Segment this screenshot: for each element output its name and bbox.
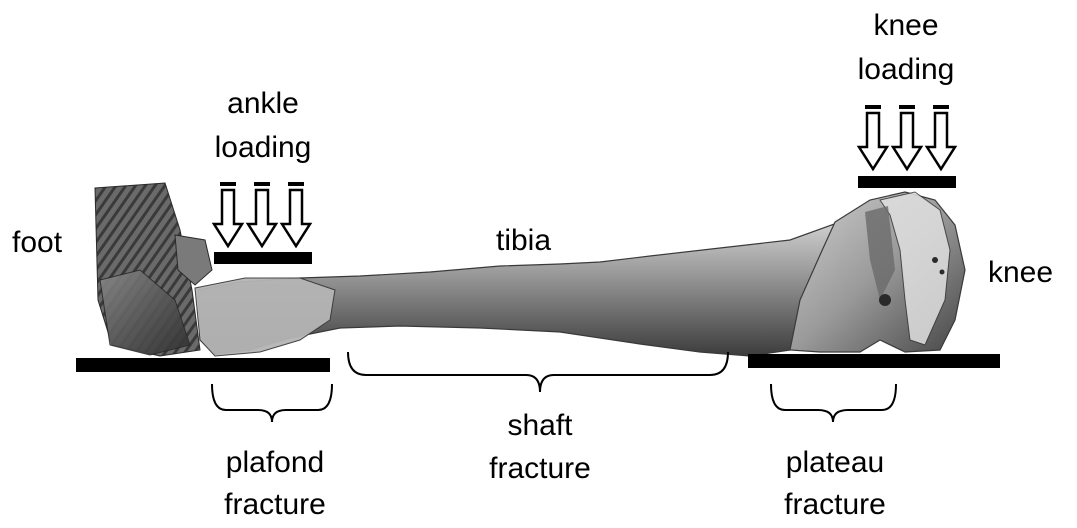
shaft-brace [348, 352, 728, 392]
ankle-loading-arrows [214, 182, 310, 246]
plateau-brace [771, 384, 896, 422]
ankle-loading-label-line2: loading [215, 131, 312, 164]
foot-label: foot [12, 226, 63, 259]
knee-loading-label-line1: knee [873, 9, 938, 42]
shaft-fracture-label-line2: fracture [489, 452, 591, 485]
knee-loading-label-line2: loading [858, 53, 955, 86]
knee-label: knee [988, 256, 1053, 289]
plafond-fracture-label-line1: plafond [226, 446, 324, 479]
down-arrow-icon [214, 182, 242, 246]
down-arrow-icon [927, 105, 955, 169]
knee-loading-plate [858, 176, 956, 188]
down-arrow-icon [859, 105, 887, 169]
tibia-label: tibia [496, 224, 551, 257]
down-arrow-icon [248, 182, 276, 246]
knee-ground-plate [748, 354, 1000, 368]
plafond-brace [212, 384, 332, 422]
ankle-loading-plate [214, 252, 312, 264]
plateau-fracture-label-line2: fracture [784, 488, 886, 521]
plafond-fracture-label-line2: fracture [224, 488, 326, 521]
down-arrow-icon [282, 182, 310, 246]
distal-tibia [195, 278, 335, 356]
ankle-ground-plate [76, 358, 330, 372]
plateau-fracture-label-line1: plateau [786, 446, 884, 479]
ankle-loading-label-line1: ankle [227, 87, 299, 120]
knee-loading-arrows [859, 105, 955, 169]
foot-bones [95, 183, 212, 356]
down-arrow-icon [893, 105, 921, 169]
shaft-fracture-label-line1: shaft [507, 409, 573, 442]
